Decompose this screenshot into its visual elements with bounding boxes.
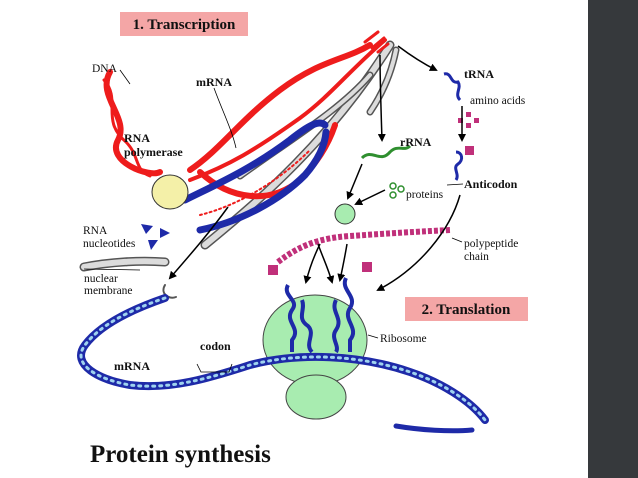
label-pointers (83, 69, 464, 373)
rrna-icon (360, 144, 412, 160)
label-rna-nucleotides-1: RNA (83, 225, 108, 237)
label-proteins: proteins (406, 189, 444, 201)
label-polypeptide-1: polypeptide (464, 238, 518, 250)
polypeptide-chain (268, 227, 451, 275)
label-mrna-top: mRNA (196, 75, 232, 89)
label-nuclear-membrane-1: nuclear (84, 273, 118, 285)
amino-acids-icon (458, 112, 479, 128)
transcription-title: 1. Transcription (133, 17, 236, 33)
label-ribosome: Ribosome (380, 333, 427, 345)
slide-side-bar (588, 0, 638, 478)
transcription-title-box: 1. Transcription (120, 12, 248, 36)
trna-icon (443, 72, 462, 102)
label-mrna-bottom: mRNA (114, 359, 150, 373)
ribosome-subunit (334, 203, 356, 225)
proteins-icon (389, 182, 405, 199)
label-rna-nucleotides-2: nucleotides (83, 238, 136, 250)
label-rna-polymerase-1: RNA (124, 131, 150, 145)
translation-title: 2. Translation (422, 302, 511, 318)
rna-polymerase (151, 174, 189, 210)
label-polypeptide-2: chain (464, 251, 489, 263)
charged-trna-icon (454, 146, 474, 181)
trna-on-ribosome (284, 277, 356, 354)
label-codon: codon (200, 339, 231, 353)
label-rrna: rRNA (400, 135, 432, 149)
process-arrows (168, 45, 466, 291)
label-nuclear-membrane-2: membrane (84, 285, 133, 297)
label-amino-acids: amino acids (470, 95, 526, 107)
mrna-transcript (181, 119, 330, 234)
mrna-strand (77, 294, 489, 434)
label-rna-polymerase-2: polymerase (124, 145, 183, 159)
rna-nucleotides-icon (141, 224, 170, 250)
label-anticodon: Anticodon (464, 177, 518, 191)
translation-title-box: 2. Translation (405, 297, 528, 321)
label-trna: tRNA (464, 67, 494, 81)
label-dna: DNA (92, 63, 118, 75)
diagram-caption: Protein synthesis (90, 441, 271, 468)
